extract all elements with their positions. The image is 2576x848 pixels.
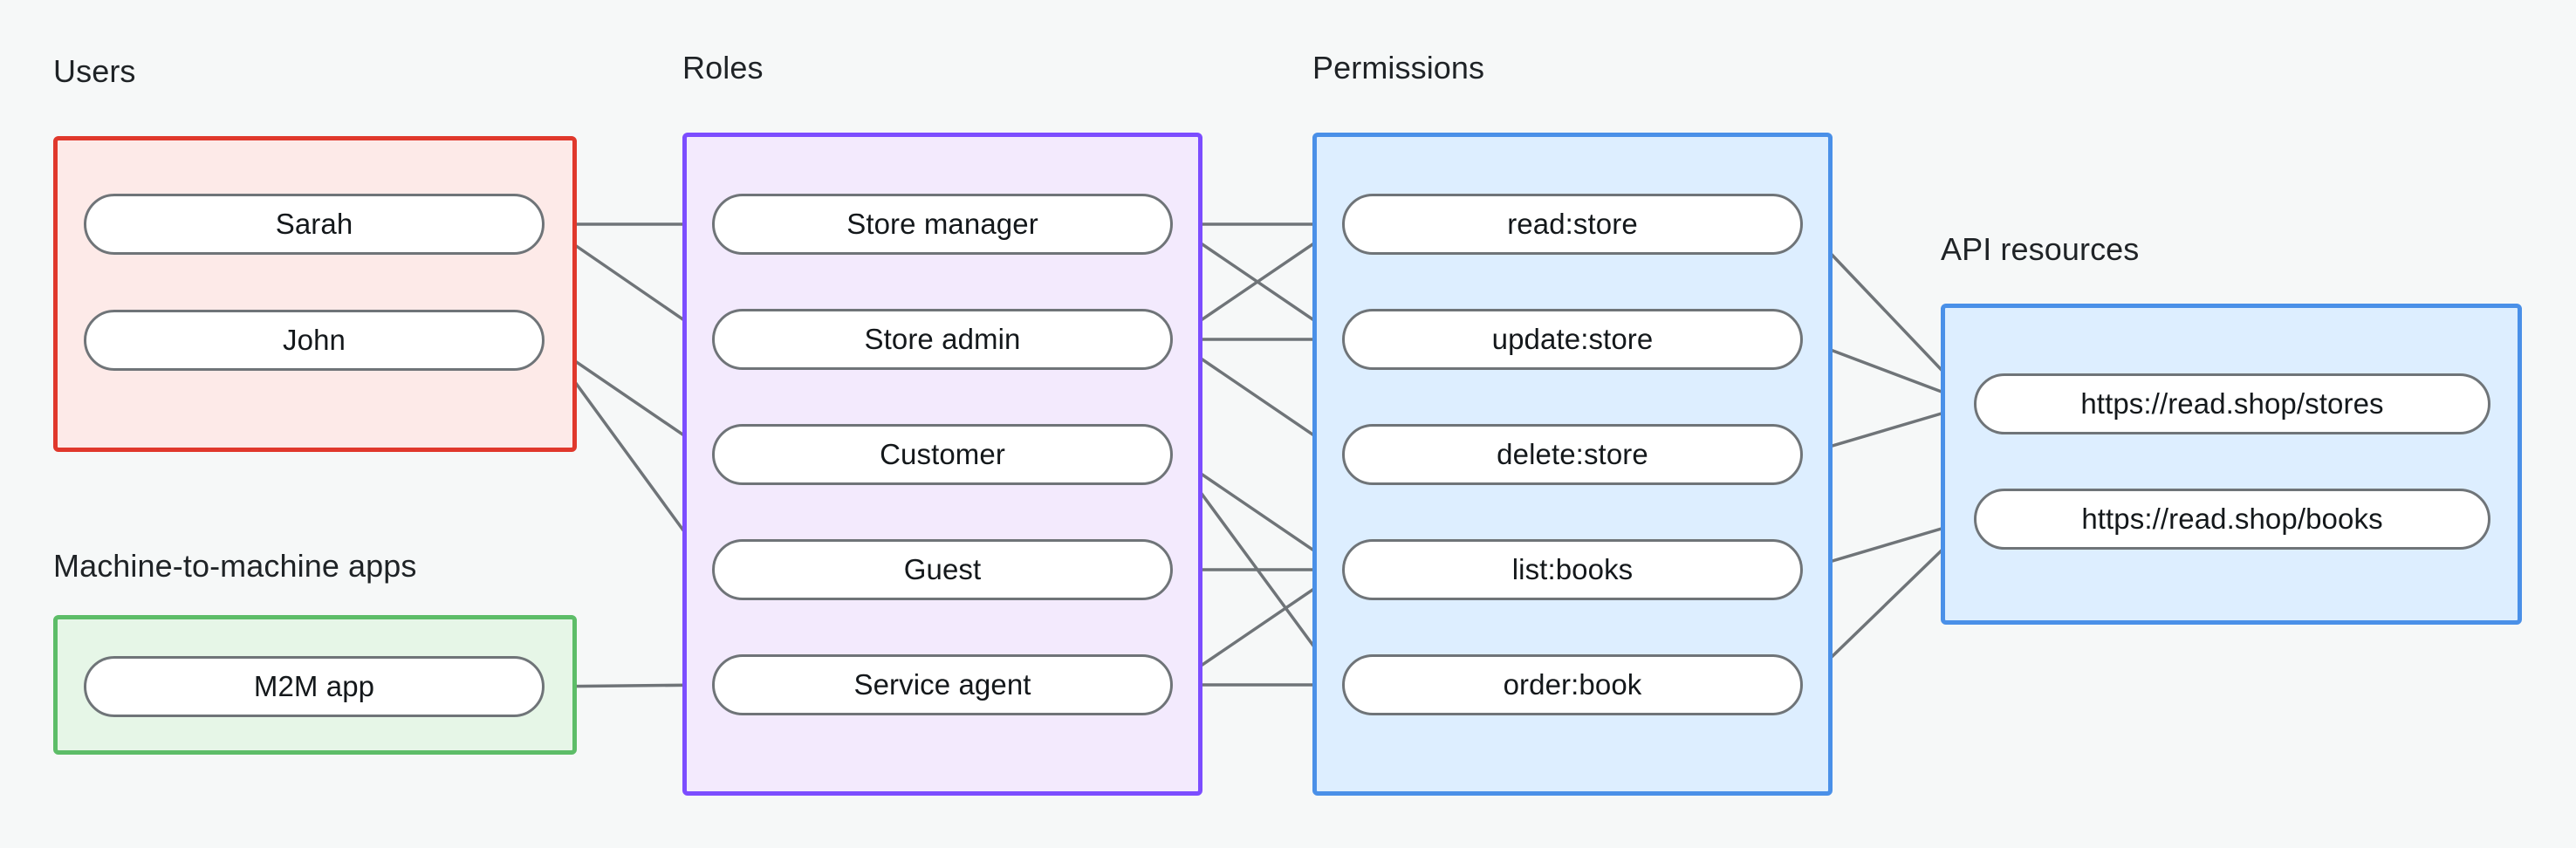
node-label: M2M app	[253, 670, 375, 702]
node-label: update:store	[1491, 323, 1654, 355]
node-guest[interactable]: Guest	[712, 539, 1173, 600]
node-order-book[interactable]: order:book	[1342, 654, 1803, 715]
node-m2m-app[interactable]: M2M app	[84, 656, 545, 717]
node-label: https://read.shop/books	[2081, 503, 2383, 535]
group-box-users	[53, 136, 577, 452]
node-delete-store[interactable]: delete:store	[1342, 424, 1803, 485]
node-label: Service agent	[853, 668, 1031, 701]
group-label-users: Users	[53, 53, 136, 89]
node-store-admin[interactable]: Store admin	[712, 309, 1173, 370]
node-label: Guest	[903, 553, 982, 585]
node-res-books[interactable]: https://read.shop/books	[1974, 489, 2490, 550]
node-store-manager[interactable]: Store manager	[712, 194, 1173, 255]
group-box-api-resources	[1941, 304, 2522, 625]
group-label-api-resources: API resources	[1941, 231, 2140, 267]
node-label: John	[283, 324, 346, 356]
node-label: Customer	[880, 438, 1005, 470]
node-label: https://read.shop/stores	[2080, 387, 2384, 420]
node-label: order:book	[1503, 668, 1642, 701]
node-label: Store manager	[846, 208, 1038, 240]
node-label: delete:store	[1497, 438, 1648, 470]
group-label-m2m: Machine-to-machine apps	[53, 548, 417, 584]
node-customer[interactable]: Customer	[712, 424, 1173, 485]
node-john[interactable]: John	[84, 310, 545, 371]
node-label: read:store	[1507, 208, 1638, 240]
node-label: list:books	[1511, 553, 1634, 585]
node-res-stores[interactable]: https://read.shop/stores	[1974, 373, 2490, 434]
node-sarah[interactable]: Sarah	[84, 194, 545, 255]
node-update-store[interactable]: update:store	[1342, 309, 1803, 370]
node-label: Sarah	[275, 208, 353, 240]
group-label-roles: Roles	[682, 50, 764, 85]
group-label-permissions: Permissions	[1312, 50, 1485, 85]
node-list-books[interactable]: list:books	[1342, 539, 1803, 600]
node-label: Store admin	[864, 323, 1021, 355]
node-service-agent[interactable]: Service agent	[712, 654, 1173, 715]
node-read-store[interactable]: read:store	[1342, 194, 1803, 255]
